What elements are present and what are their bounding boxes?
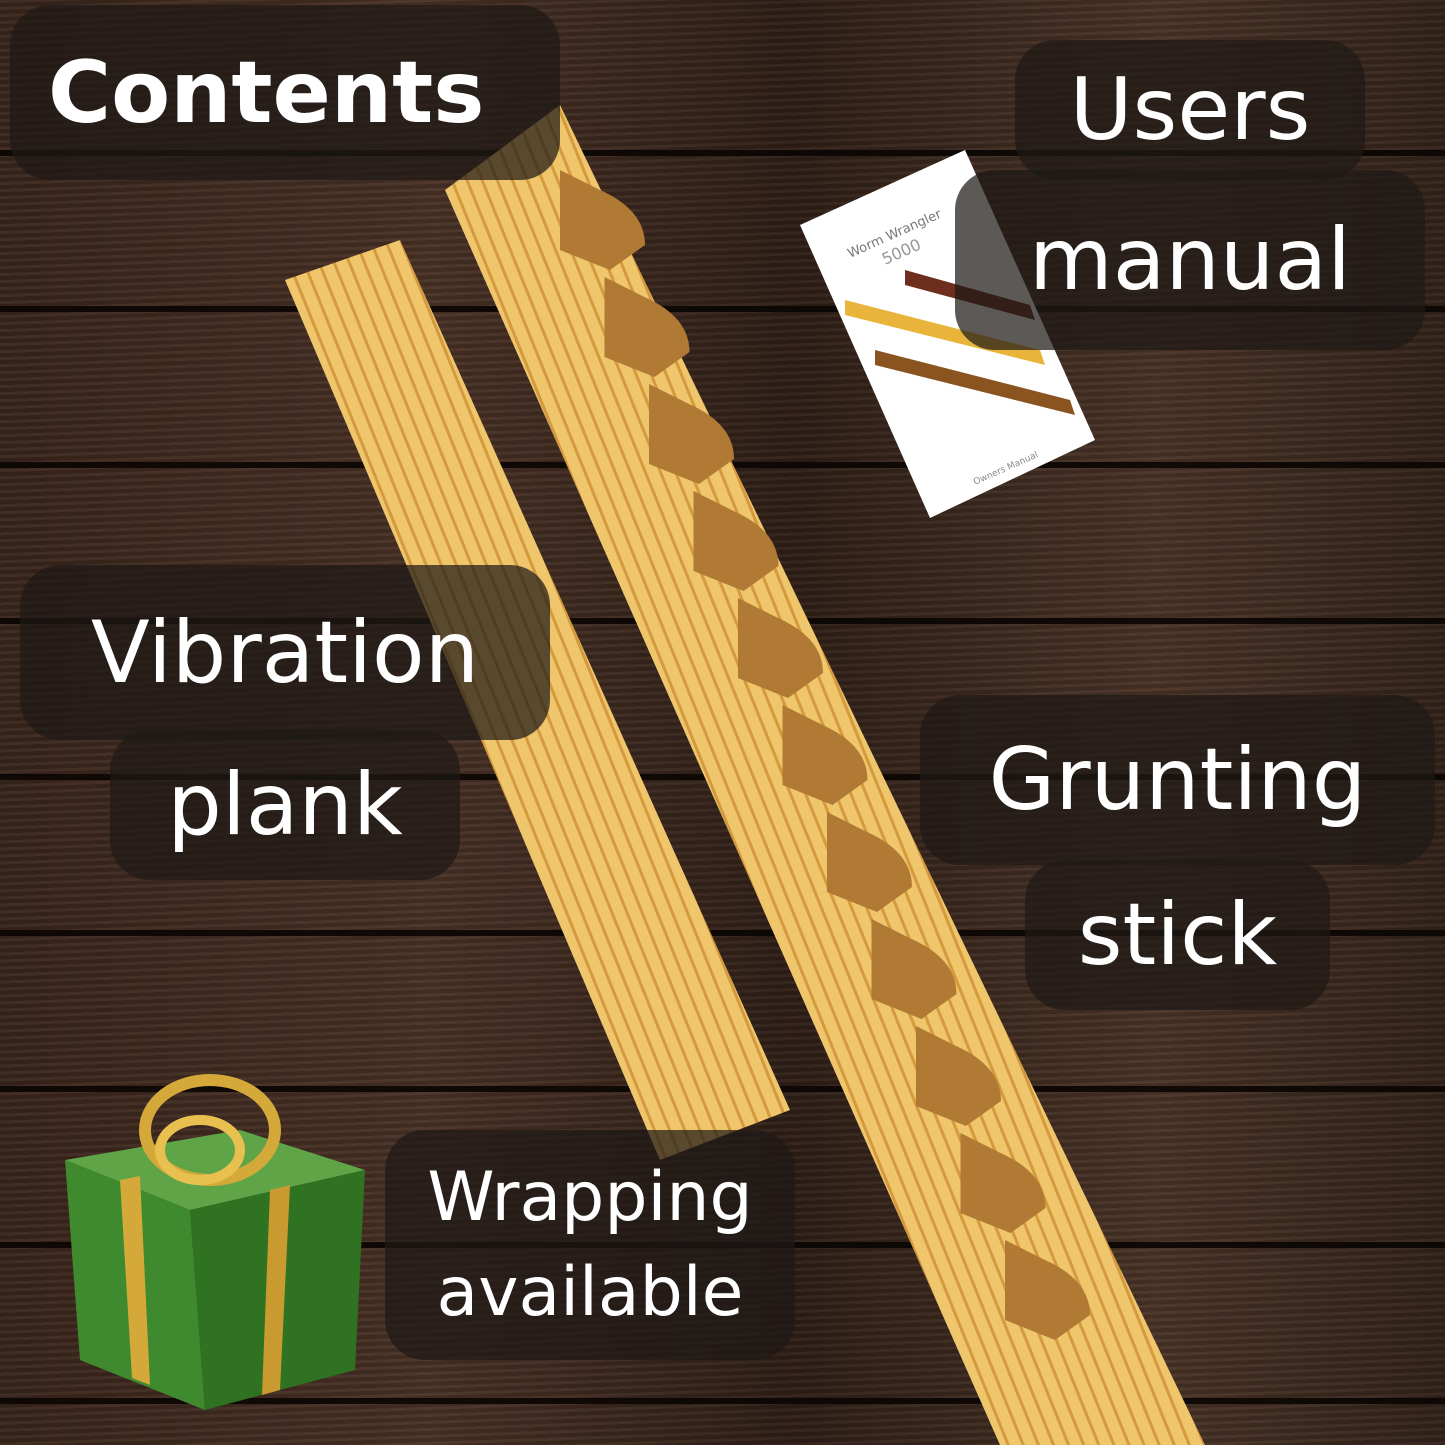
label-vibration: Vibration <box>20 565 550 740</box>
label-plank: plank <box>110 730 460 880</box>
label-users: Users <box>1015 40 1365 180</box>
label-manual: manual <box>955 170 1425 350</box>
gift-box-icon <box>65 1074 365 1410</box>
stick-tooth <box>649 384 734 484</box>
stick-tooth <box>916 1026 1001 1126</box>
label-grunting: Grunting <box>920 695 1435 865</box>
users-manual-booklet: Worm Wrangler 5000 Owners Manual <box>800 150 1095 518</box>
stick-tooth <box>782 705 868 805</box>
stick-tooth <box>827 812 912 912</box>
stick-tooth <box>738 598 823 698</box>
label-wrapping-line1: Wrapping <box>427 1158 753 1237</box>
label-wrapping: Wrapping available <box>385 1130 795 1360</box>
label-wrapping-line2: available <box>436 1253 744 1332</box>
stick-tooth <box>693 491 779 591</box>
stick-tooth <box>560 170 645 270</box>
stick-tooth <box>960 1133 1046 1233</box>
stick-tooth <box>1005 1240 1090 1340</box>
stick-tooth <box>604 277 690 377</box>
stick-tooth <box>871 919 957 1019</box>
label-stick: stick <box>1025 860 1330 1010</box>
grunting-stick <box>445 105 1205 1445</box>
label-contents: Contents <box>10 5 560 180</box>
